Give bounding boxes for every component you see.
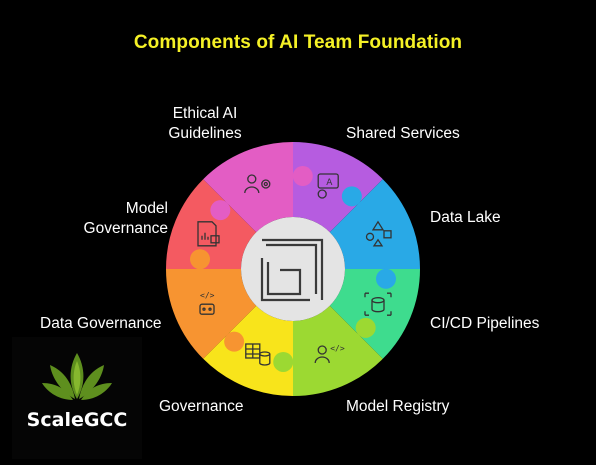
developer-code-icon: </> [314,344,345,364]
label-cicd: CI/CD Pipelines [430,315,540,332]
segment-cicd [293,305,383,396]
leaf-crown-icon [42,353,112,400]
label-model-governance: Model Governance [60,199,168,239]
label-model-governance-line1: Model [125,200,168,217]
puzzle-knob [210,200,231,221]
person-gear-icon [244,174,271,194]
puzzle-knob [355,317,376,338]
svg-text:</>: </> [200,291,215,300]
robot-code-icon: </> [199,291,215,315]
segment-data-governance [166,179,257,269]
puzzle-knob [273,351,294,372]
scalegcc-logo: ScaleGCC [12,337,142,459]
label-model-registry: Model Registry [346,398,450,415]
svg-text:A: A [326,178,333,188]
segment-data-lake [329,269,420,359]
label-ethical-ai-line2: Guidelines [168,125,242,142]
label-ethical-ai: Ethical AI Guidelines [150,104,260,144]
label-data-governance: Data Governance [40,315,162,332]
shapes-network-icon [365,220,392,247]
diagram-title: Components of AI Team Foundation [133,32,463,53]
logo-text: ScaleGCC [26,409,128,431]
robot-text-icon: A [317,173,339,199]
registry-table-icon [245,343,271,366]
puzzle-knob [190,249,211,270]
label-ethical-ai-line1: Ethical AI [172,105,238,122]
label-governance: Governance [159,398,244,415]
label-shared-services: Shared Services [346,125,460,142]
svg-text:</>: </> [330,344,345,353]
puzzle-knob [375,268,396,289]
segment-model-governance [203,142,293,233]
document-chart-lock-icon [197,221,220,247]
label-model-governance-line2: Governance [83,220,168,237]
database-expand-icon [364,292,392,316]
puzzle-knob [292,166,313,187]
puzzle-knob [341,186,362,207]
segment-model-registry [203,305,293,396]
foundation-frame-icon [260,238,324,302]
label-data-lake: Data Lake [430,209,501,226]
puzzle-knob [224,331,245,352]
segment-shared-services [329,179,420,269]
